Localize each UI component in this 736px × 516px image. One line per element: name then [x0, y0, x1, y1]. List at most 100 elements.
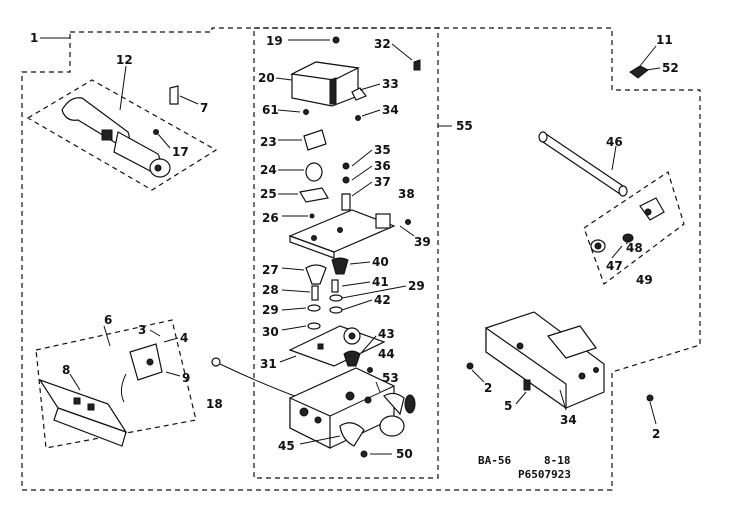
oring-29a: [307, 304, 321, 312]
screw-34: [355, 115, 361, 121]
stem-24: [305, 162, 323, 182]
igniter-box-outline: [583, 171, 685, 285]
leader-34a: [361, 109, 381, 117]
callout-30: 30: [262, 325, 279, 339]
screw-2a: [466, 362, 474, 370]
callout-53: 53: [382, 371, 399, 385]
leader-2b: [649, 401, 657, 425]
leader-36: [351, 165, 373, 181]
leader-28: [281, 289, 311, 293]
screw-17: [153, 129, 159, 135]
washer-26: [309, 213, 315, 219]
screw-2b: [646, 394, 654, 402]
callout-52: 52: [662, 61, 679, 75]
mounting-bracket-54: [485, 311, 605, 410]
leader-46: [611, 145, 617, 171]
main-assembly-outline: [21, 27, 701, 491]
leader-42: [341, 299, 373, 311]
callout-20: 20: [258, 71, 275, 85]
callout-31: 31: [260, 357, 277, 371]
callout-11: 11: [656, 33, 673, 47]
leader-3: [149, 329, 161, 337]
leader-33: [359, 83, 381, 91]
magnet-unit: [404, 394, 416, 414]
igniter-rod-46: [538, 131, 628, 197]
diaphragm-40: [331, 257, 349, 275]
callout-29a: 29: [262, 303, 279, 317]
callout-7: 7: [200, 101, 208, 115]
callout-27: 27: [262, 263, 279, 277]
callout-38: 38: [398, 187, 415, 201]
callout-37: 37: [374, 175, 391, 189]
washer-42: [329, 306, 343, 314]
spring-37: [341, 193, 351, 211]
leader-6: [103, 325, 111, 347]
leader-54: [559, 389, 567, 411]
drawing-code: BA-56: [478, 454, 511, 467]
callout-1: 1: [30, 31, 38, 45]
leader-31: [279, 355, 297, 363]
callout-8: 8: [62, 363, 70, 377]
leader-2a: [471, 369, 485, 383]
leader-37: [351, 181, 373, 197]
valve-assembly-outline: [253, 27, 439, 479]
callout-44: 44: [378, 347, 395, 361]
pilot-burner-9: [120, 343, 163, 403]
leader-35: [351, 149, 373, 167]
callout-33: 33: [382, 77, 399, 91]
screw-32: [413, 59, 421, 71]
leader-8: [69, 373, 81, 391]
callout-34b: 34: [560, 413, 577, 427]
callout-28: 28: [262, 283, 279, 297]
callout-32: 32: [374, 37, 391, 51]
callout-35: 35: [374, 143, 391, 157]
callout-36: 36: [374, 159, 391, 173]
spring-33: [351, 87, 367, 101]
leader-5: [515, 391, 527, 405]
igniter-parts: [590, 197, 665, 253]
leader-20: [275, 77, 293, 81]
leader-52: [645, 67, 661, 71]
leader-27: [281, 267, 305, 271]
callout-46: 46: [606, 135, 623, 149]
leader-53: [375, 381, 381, 393]
magnet-cap: [379, 415, 405, 437]
leader-41: [341, 281, 371, 287]
leader-29a: [281, 307, 307, 311]
revision-code: 8-18: [544, 454, 571, 467]
callout-40: 40: [372, 255, 389, 269]
leader-43: [361, 335, 377, 353]
oring-30: [307, 322, 321, 330]
plug-27: [305, 264, 327, 285]
callout-9: 9: [182, 371, 190, 385]
callout-24: 24: [260, 163, 277, 177]
callout-26: 26: [262, 211, 279, 225]
leader-12: [119, 65, 127, 111]
regulator-43: [343, 350, 361, 367]
plate-25: [299, 187, 329, 203]
callout-3: 3: [138, 323, 146, 337]
leader-7: [179, 95, 199, 105]
callout-23: 23: [260, 135, 277, 149]
screw-35: [342, 162, 350, 170]
callout-55: 55: [456, 119, 473, 133]
knob-20: [290, 61, 360, 107]
callout-19: 19: [266, 34, 283, 48]
leader-30: [281, 325, 307, 331]
pin-61: [303, 109, 309, 115]
callout-12: 12: [116, 53, 133, 67]
thermocouple-tube: [219, 363, 301, 399]
callout-61: 61: [262, 103, 279, 117]
leader-61: [277, 109, 301, 113]
leader-45: [299, 435, 341, 445]
callout-39: 39: [414, 235, 431, 249]
part-number: P6507923: [518, 468, 571, 481]
leader-48: [625, 237, 633, 245]
leader-40: [349, 261, 371, 265]
callout-49: 49: [636, 273, 653, 287]
screw-5: [523, 379, 531, 391]
callout-48: 48: [626, 241, 643, 255]
connector-53: [383, 392, 405, 416]
